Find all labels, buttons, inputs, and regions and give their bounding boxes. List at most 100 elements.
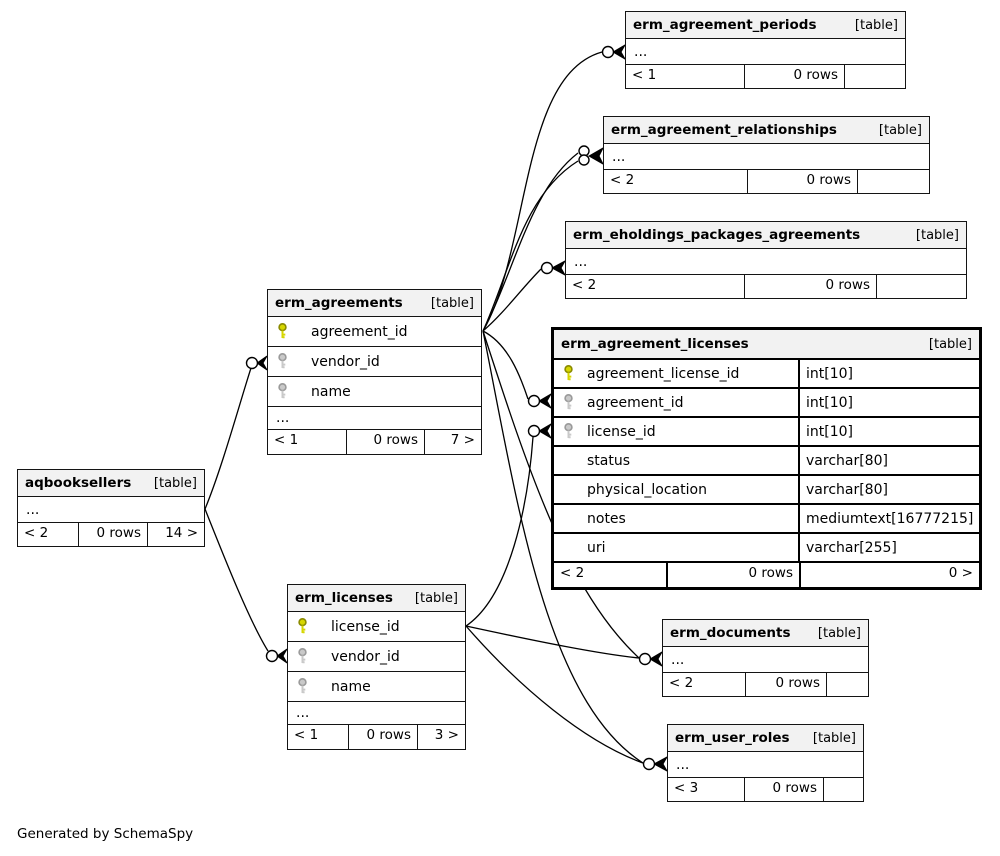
table-name[interactable]: aqbooksellers	[25, 475, 132, 491]
foreign-key-icon	[276, 353, 289, 370]
column-row: agreement_id int[10]	[554, 389, 979, 418]
column-row: status varchar[80]	[554, 447, 979, 476]
table-node-erm-agreement-relationships[interactable]: erm_agreement_relationships [table] ... …	[603, 116, 930, 194]
table-name[interactable]: erm_agreement_relationships	[611, 122, 837, 138]
column-name: vendor_id	[331, 648, 400, 665]
no-key-spacer	[562, 510, 575, 527]
table-name[interactable]: erm_agreements	[275, 295, 403, 311]
table-header: erm_licenses [table]	[288, 585, 465, 612]
column-name: agreement_id	[587, 394, 684, 411]
table-footer: < 1 0 rows	[626, 65, 905, 88]
no-key-spacer	[562, 481, 575, 498]
table-badge: [table]	[430, 295, 474, 311]
collapsed-columns-row: ...	[668, 752, 863, 778]
table-name[interactable]: erm_licenses	[295, 590, 393, 606]
fk-in-count: < 3	[668, 778, 745, 801]
fk-in-count: < 1	[288, 725, 349, 749]
table-name[interactable]: erm_agreement_licenses	[561, 336, 749, 352]
table-footer: < 2 0 rows	[566, 275, 966, 298]
row-count: 0 rows	[745, 275, 877, 298]
primary-key-icon	[562, 365, 575, 382]
column-name: vendor_id	[311, 353, 380, 370]
table-footer: < 1 0 rows 3 >	[288, 725, 465, 749]
table-header: erm_eholdings_packages_agreements [table…	[566, 222, 966, 249]
column-name: name	[331, 678, 371, 695]
column-type: varchar[255]	[806, 539, 897, 556]
table-node-erm-licenses[interactable]: erm_licenses [table] license_id vendor_i…	[287, 584, 466, 750]
primary-key-icon	[296, 618, 309, 635]
table-node-erm-agreements[interactable]: erm_agreements [table] agreement_id vend…	[267, 289, 482, 455]
column-row: physical_location varchar[80]	[554, 476, 979, 505]
foreign-key-icon	[296, 678, 309, 695]
column-row: license_id int[10]	[554, 418, 979, 447]
column-type: varchar[80]	[806, 481, 888, 498]
table-node-erm-agreement-periods[interactable]: erm_agreement_periods [table] ... < 1 0 …	[625, 11, 906, 89]
column-row: uri varchar[255]	[554, 534, 979, 563]
row-count: 0 rows	[745, 778, 824, 801]
fk-in-count: < 2	[554, 563, 668, 587]
column-name: notes	[587, 510, 626, 527]
table-badge: [table]	[817, 625, 861, 641]
table-header: erm_agreements [table]	[268, 290, 481, 317]
table-name[interactable]: erm_eholdings_packages_agreements	[573, 227, 861, 243]
fk-out-count: 14 >	[165, 525, 198, 541]
column-name: physical_location	[587, 481, 707, 498]
table-node-erm-user-roles[interactable]: erm_user_roles [table] ... < 3 0 rows	[667, 724, 864, 802]
table-node-erm-agreement-licenses[interactable]: erm_agreement_licenses [table] agreement…	[551, 327, 982, 590]
table-header: erm_documents [table]	[663, 620, 868, 647]
table-badge: [table]	[414, 590, 458, 606]
table-footer: < 2 0 rows	[663, 673, 868, 696]
column-name: agreement_license_id	[587, 365, 740, 382]
collapsed-columns-row: ...	[604, 144, 929, 170]
fk-out-count	[877, 275, 966, 298]
row-count: 0 rows	[349, 725, 418, 749]
column-row: notes mediumtext[16777215]	[554, 505, 979, 534]
table-header: aqbooksellers [table]	[18, 470, 204, 497]
no-key-spacer	[562, 539, 575, 556]
table-footer: < 2 0 rows	[604, 170, 929, 193]
table-header: erm_agreement_licenses [table]	[554, 330, 979, 360]
table-name[interactable]: erm_user_roles	[675, 730, 790, 746]
table-node-erm-documents[interactable]: erm_documents [table] ... < 2 0 rows	[662, 619, 869, 697]
fk-out-count	[858, 170, 929, 193]
table-badge: [table]	[854, 17, 898, 33]
collapsed-columns-row: ...	[18, 497, 204, 523]
column-name: license_id	[587, 423, 656, 440]
table-header: erm_agreement_relationships [table]	[604, 117, 929, 144]
column-row: vendor_id	[268, 347, 481, 377]
column-name: license_id	[331, 618, 400, 635]
fk-in-count: < 2	[663, 673, 746, 696]
fk-out-count: 3 >	[434, 727, 459, 743]
fk-out-count: 7 >	[450, 432, 475, 448]
table-badge: [table]	[812, 730, 856, 746]
row-count: 0 rows	[745, 65, 845, 88]
foreign-key-icon	[276, 383, 289, 400]
column-name: agreement_id	[311, 323, 408, 340]
column-row: license_id	[288, 612, 465, 642]
table-badge: [table]	[878, 122, 922, 138]
column-type: varchar[80]	[806, 452, 888, 469]
table-node-aqbooksellers[interactable]: aqbooksellers [table] ... < 2 0 rows 14 …	[17, 469, 205, 547]
foreign-key-icon	[562, 423, 575, 440]
collapsed-columns-row: ...	[566, 249, 966, 275]
row-count: 0 rows	[746, 673, 827, 696]
row-count: 0 rows	[347, 430, 425, 454]
table-footer: < 1 0 rows 7 >	[268, 430, 481, 454]
column-row: agreement_license_id int[10]	[554, 360, 979, 389]
column-type: int[10]	[806, 394, 853, 411]
table-badge: [table]	[928, 336, 972, 352]
column-name: name	[311, 383, 351, 400]
table-footer: < 3 0 rows	[668, 778, 863, 801]
table-name[interactable]: erm_documents	[670, 625, 791, 641]
table-footer: < 2 0 rows 0 >	[554, 563, 979, 587]
fk-out-count	[827, 673, 868, 696]
fk-in-count: < 2	[604, 170, 748, 193]
table-name[interactable]: erm_agreement_periods	[633, 17, 817, 33]
generator-credit: Generated by SchemaSpy	[17, 826, 194, 842]
no-key-spacer	[562, 452, 575, 469]
table-footer: < 2 0 rows 14 >	[18, 523, 204, 546]
table-header: erm_user_roles [table]	[668, 725, 863, 752]
table-node-erm-eholdings-packages-agreements[interactable]: erm_eholdings_packages_agreements [table…	[565, 221, 967, 299]
collapsed-columns-row: ...	[268, 407, 481, 430]
